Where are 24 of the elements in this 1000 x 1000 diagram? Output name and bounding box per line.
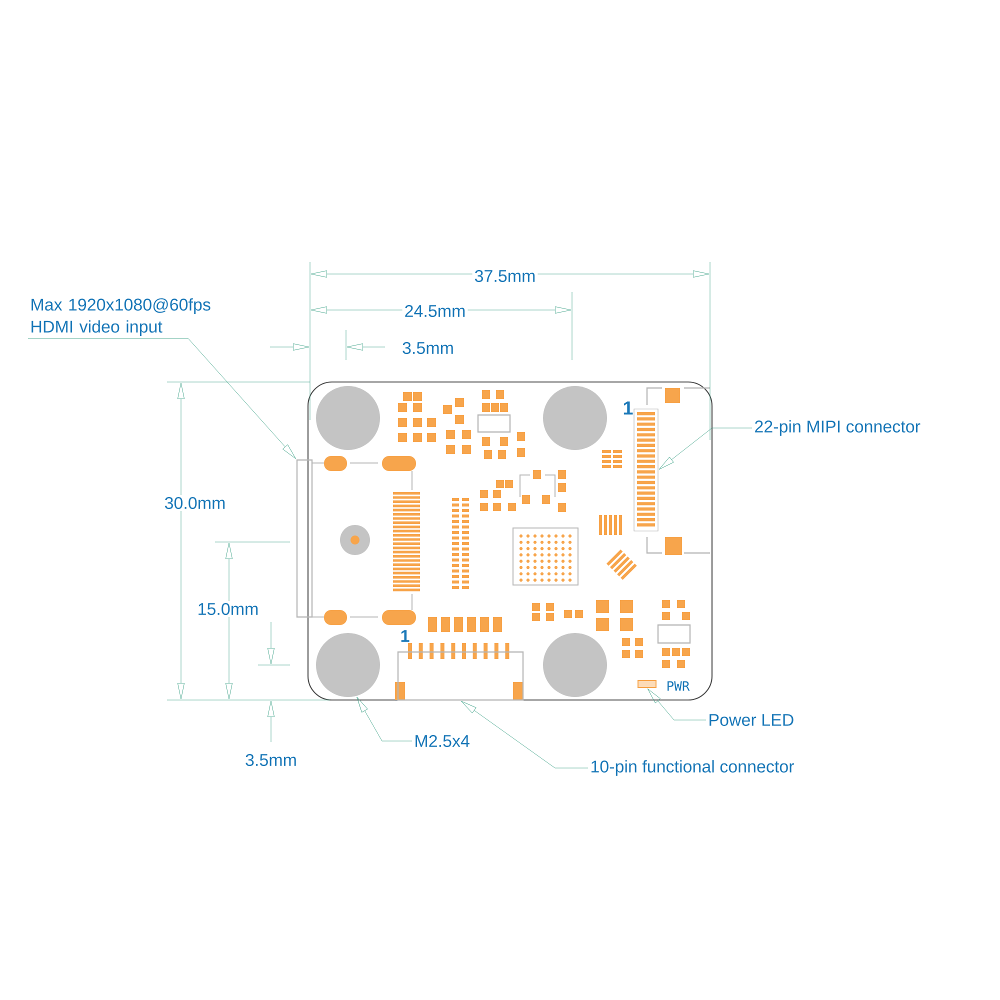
silkscreen-text: PWR xyxy=(668,681,690,691)
leader-line xyxy=(647,688,706,720)
callout-text: Max 1920x1080@60fps HDMI video input xyxy=(32,298,210,336)
pin-marker: 1 xyxy=(401,630,410,642)
dimension-label: 37.5mm xyxy=(472,268,538,284)
connector-outline xyxy=(634,408,658,532)
callout-text: 22-pin MIPI connector xyxy=(755,420,920,436)
dimension-label: 3.5mm xyxy=(402,342,453,354)
callout-text: Power LED xyxy=(710,714,794,726)
leader-line xyxy=(658,428,752,470)
connector-outline xyxy=(296,459,313,618)
connector-outline xyxy=(638,680,656,688)
leader-line xyxy=(461,700,588,768)
leader-line xyxy=(356,696,412,742)
pin-marker: 1 xyxy=(624,401,633,415)
callout-text: 10-pin functional connector xyxy=(592,760,794,776)
dimension-label: 3.5mm xyxy=(246,754,296,766)
dimension-label: 15.0mm xyxy=(195,601,261,618)
dimension-label: 24.5mm xyxy=(402,302,468,320)
mounting-hole xyxy=(316,633,380,697)
dimension-label: 30.0mm xyxy=(162,495,228,512)
callout-text: M2.5x4 xyxy=(416,735,470,748)
connector-outline xyxy=(397,651,524,701)
leader-line xyxy=(28,338,296,459)
